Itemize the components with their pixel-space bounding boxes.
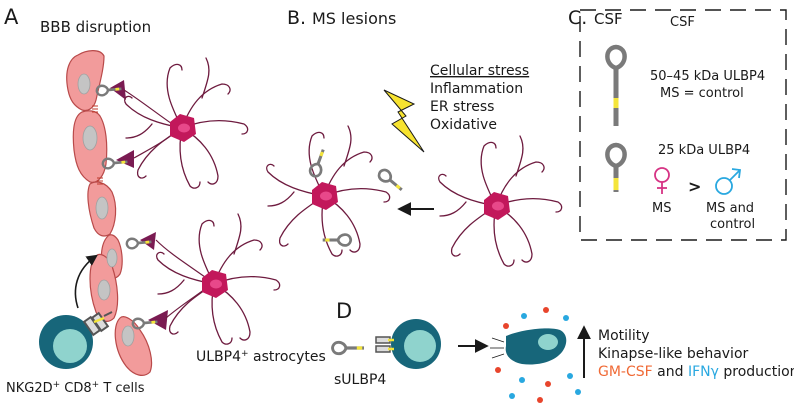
- astrocyte: [124, 57, 249, 189]
- tight-junctions: [92, 105, 103, 185]
- panel-d-letter: D: [336, 299, 352, 323]
- t-cell: [391, 319, 441, 369]
- ulbp4-ligand: [375, 166, 407, 196]
- activated-t-cell-nucleus: [538, 334, 558, 350]
- soluble-ulbp4-label: sULBP4: [334, 372, 386, 388]
- astrocyte-processes: [123, 89, 213, 319]
- female-label: MS: [652, 201, 671, 216]
- panel-b-letter: B.: [287, 7, 306, 29]
- panel-a-title: BBB disruption: [40, 18, 151, 36]
- motion-lines: [490, 337, 505, 359]
- cytokine-production: GM-CSF and IFNγ production: [598, 364, 794, 380]
- nkg2d-receptor: [375, 336, 394, 353]
- greater-than-symbol: >: [688, 177, 701, 196]
- female-icon: [654, 167, 670, 194]
- astrocyte-end-feet: [110, 80, 168, 330]
- panel-b-title: MS lesions: [312, 9, 396, 28]
- cytokine-dots: [495, 307, 581, 403]
- panel-a-letter: A: [4, 5, 19, 29]
- stress-item: Inflammation: [430, 81, 523, 97]
- astrocyte: [156, 213, 281, 345]
- effect-item: Kinapse-like behavior: [598, 346, 749, 362]
- csf-box-title: CSF: [670, 15, 695, 30]
- migration-arrow: [74, 254, 98, 309]
- male-label: MS and: [706, 201, 754, 216]
- ulbp4-large-isoform-icon: [607, 47, 624, 126]
- lightning-bolt-icon: [383, 89, 425, 153]
- panel-d: D sULBP4: [331, 299, 794, 403]
- nkg2d-receptor: [82, 311, 113, 337]
- panel-a: A BBB disruption: [4, 5, 326, 396]
- panel-c: C. CSF CSF 50–45 kDa ULBP4 MS = control …: [568, 7, 787, 241]
- large-isoform-comparison: MS = control: [660, 86, 744, 101]
- ulbp4-ligand: [307, 146, 330, 180]
- panel-c-letter: C.: [568, 7, 587, 29]
- ulbp4-small-isoform-icon: [607, 145, 624, 192]
- resting-astrocyte: [438, 135, 563, 267]
- activated-t-cell: [505, 328, 567, 365]
- panel-c-title: CSF: [594, 10, 623, 28]
- t-cell-label: NKG2D+ CD8+ T cells: [6, 380, 145, 396]
- large-isoform-label: 50–45 kDa ULBP4: [650, 69, 765, 84]
- t-cell: [39, 315, 93, 369]
- stress-item: ER stress: [430, 99, 494, 115]
- astrocyte-label: ULBP4+ astrocytes: [196, 349, 326, 365]
- csf-box: [579, 9, 787, 241]
- endothelial-nuclei: [77, 73, 135, 347]
- stress-heading: Cellular stress: [430, 63, 529, 79]
- stress-item: Oxidative: [430, 117, 497, 133]
- panel-b: B. MS lesions Cellular stress Inflammati…: [266, 7, 563, 267]
- effect-item: Motility: [598, 328, 650, 344]
- male-icon: [715, 168, 742, 195]
- soluble-ulbp4-icon: [331, 340, 365, 356]
- male-label: control: [710, 217, 755, 232]
- small-isoform-label: 25 kDa ULBP4: [658, 143, 750, 158]
- stressed-astrocyte: [266, 125, 391, 257]
